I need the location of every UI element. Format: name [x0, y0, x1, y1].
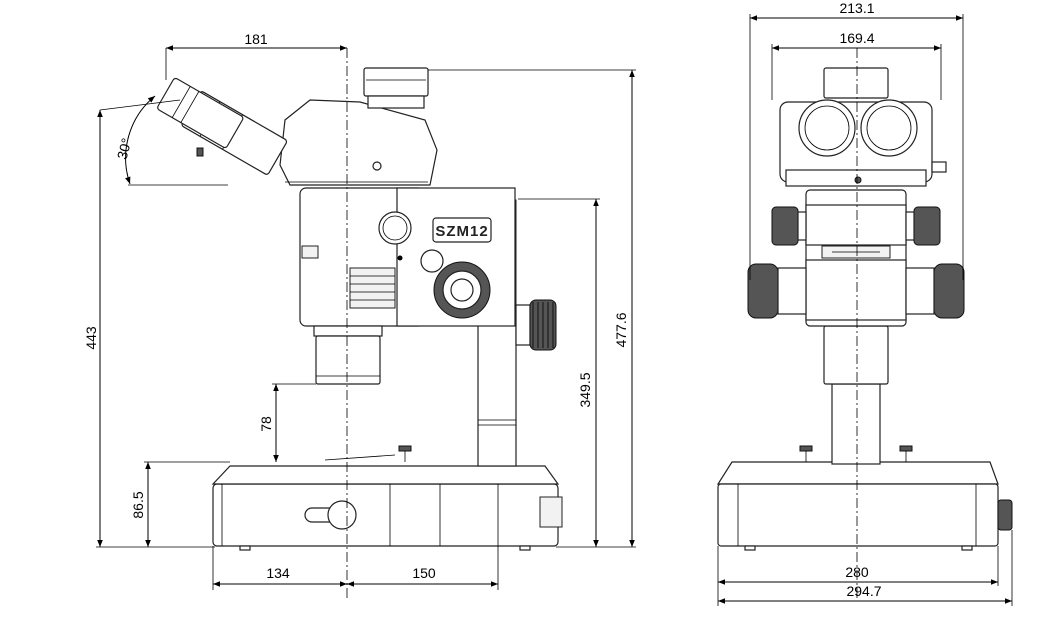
dim-pillar-height: 349.5	[518, 198, 600, 547]
dim-base-width: 280	[717, 546, 999, 606]
right-focus-knob-icon	[913, 206, 941, 246]
side-view: SZM12	[83, 31, 636, 600]
dim-head-width: 169.4	[771, 30, 942, 100]
right-zoom-knob-icon	[933, 263, 965, 319]
svg-text:78: 78	[258, 416, 274, 432]
base-knob-icon	[997, 499, 1013, 531]
svg-text:181: 181	[244, 31, 268, 47]
focus-knob-icon	[378, 211, 412, 245]
svg-text:150: 150	[412, 565, 436, 581]
dim-working-distance: 78	[258, 383, 316, 462]
svg-text:134: 134	[266, 565, 290, 581]
svg-text:477.6: 477.6	[613, 312, 629, 347]
svg-text:280: 280	[845, 564, 869, 580]
side-base	[211, 445, 563, 551]
dim-base-height: 86.5	[130, 461, 230, 547]
svg-text:213.1: 213.1	[839, 0, 874, 16]
svg-text:86.5: 86.5	[130, 491, 146, 518]
svg-text:169.4: 169.4	[839, 30, 874, 46]
svg-text:443: 443	[83, 326, 99, 350]
front-zoom-body	[747, 189, 965, 327]
stage-knob-icon	[327, 500, 357, 530]
dim-eyepiece-offset: 181	[165, 31, 347, 80]
side-objective	[313, 325, 383, 385]
svg-text:349.5: 349.5	[577, 372, 593, 407]
front-base	[716, 445, 1013, 551]
front-head	[779, 67, 947, 187]
left-eyepiece-icon	[798, 99, 856, 157]
front-pillar	[823, 325, 889, 465]
model-logo: SZM12	[435, 223, 488, 240]
right-eyepiece-icon	[860, 99, 918, 157]
side-trinocular-head	[157, 67, 438, 186]
dim-overall-width: 213.1	[749, 0, 964, 280]
front-view: 213.1 169.4 280 294.7	[716, 0, 1013, 606]
svg-text:294.7: 294.7	[846, 583, 881, 599]
svg-text:30°: 30°	[114, 136, 135, 161]
dim-top-height: 477.6	[428, 69, 636, 548]
left-zoom-knob-icon	[747, 263, 779, 319]
dim-total-height: 443	[83, 110, 215, 548]
dim-total-width: 294.7	[718, 530, 1013, 606]
left-focus-knob-icon	[771, 206, 799, 246]
dim-tilt-angle: 30°	[99, 95, 228, 186]
side-zoom-body: SZM12	[299, 187, 516, 327]
dim-base-depth: 134 150	[212, 546, 499, 590]
